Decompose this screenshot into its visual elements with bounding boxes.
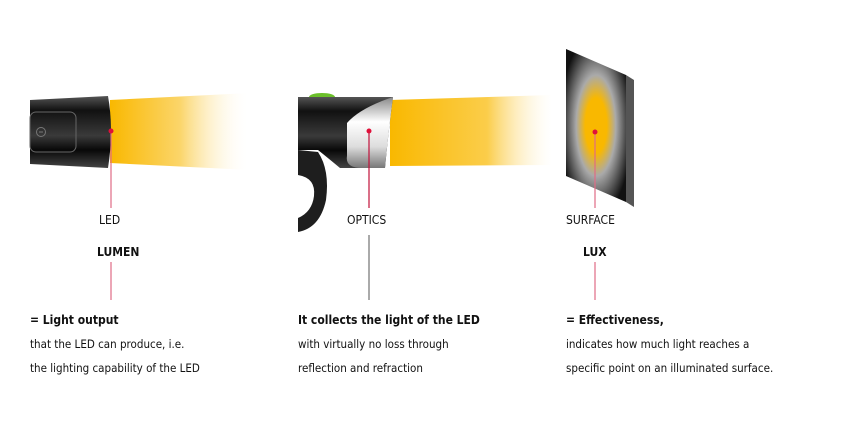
bike-mount [298, 150, 327, 232]
label-led: LED [99, 213, 121, 227]
light-beam-led [110, 93, 250, 170]
desc-line: that the LED can produce, i.e. [30, 337, 185, 351]
desc-line: the lighting capability of the LED [30, 361, 200, 375]
desc-line: indicates how much light reaches a [566, 337, 750, 351]
unit-lux: LUX [583, 245, 607, 259]
desc-line: specific point on an illuminated surface… [566, 361, 774, 375]
heading-surface: = Effectiveness, [566, 313, 664, 327]
flashlight-panel [29, 111, 77, 153]
description-surface: = Effectiveness, indicates how much ligh… [566, 308, 773, 380]
light-beam-optics [390, 95, 552, 166]
label-surface: SURFACE [566, 213, 615, 227]
power-button-icon [36, 127, 46, 137]
heading-led: = Light output [30, 313, 119, 327]
flashlight-body [30, 96, 111, 168]
optics-marker [366, 128, 372, 134]
unit-lumen: LUMEN [97, 245, 140, 259]
surface-edge [626, 75, 634, 207]
label-optics: OPTICS [347, 213, 387, 227]
led-marker [108, 128, 114, 134]
desc-line: reflection and refraction [298, 361, 423, 375]
desc-line: with virtually no loss through [298, 337, 449, 351]
surface-marker [592, 129, 598, 135]
description-led: = Light output that the LED can produce,… [30, 308, 200, 380]
heading-optics: It collects the light of the LED [298, 313, 480, 327]
illuminated-surface [566, 49, 626, 202]
description-optics: It collects the light of the LED with vi… [298, 308, 480, 380]
